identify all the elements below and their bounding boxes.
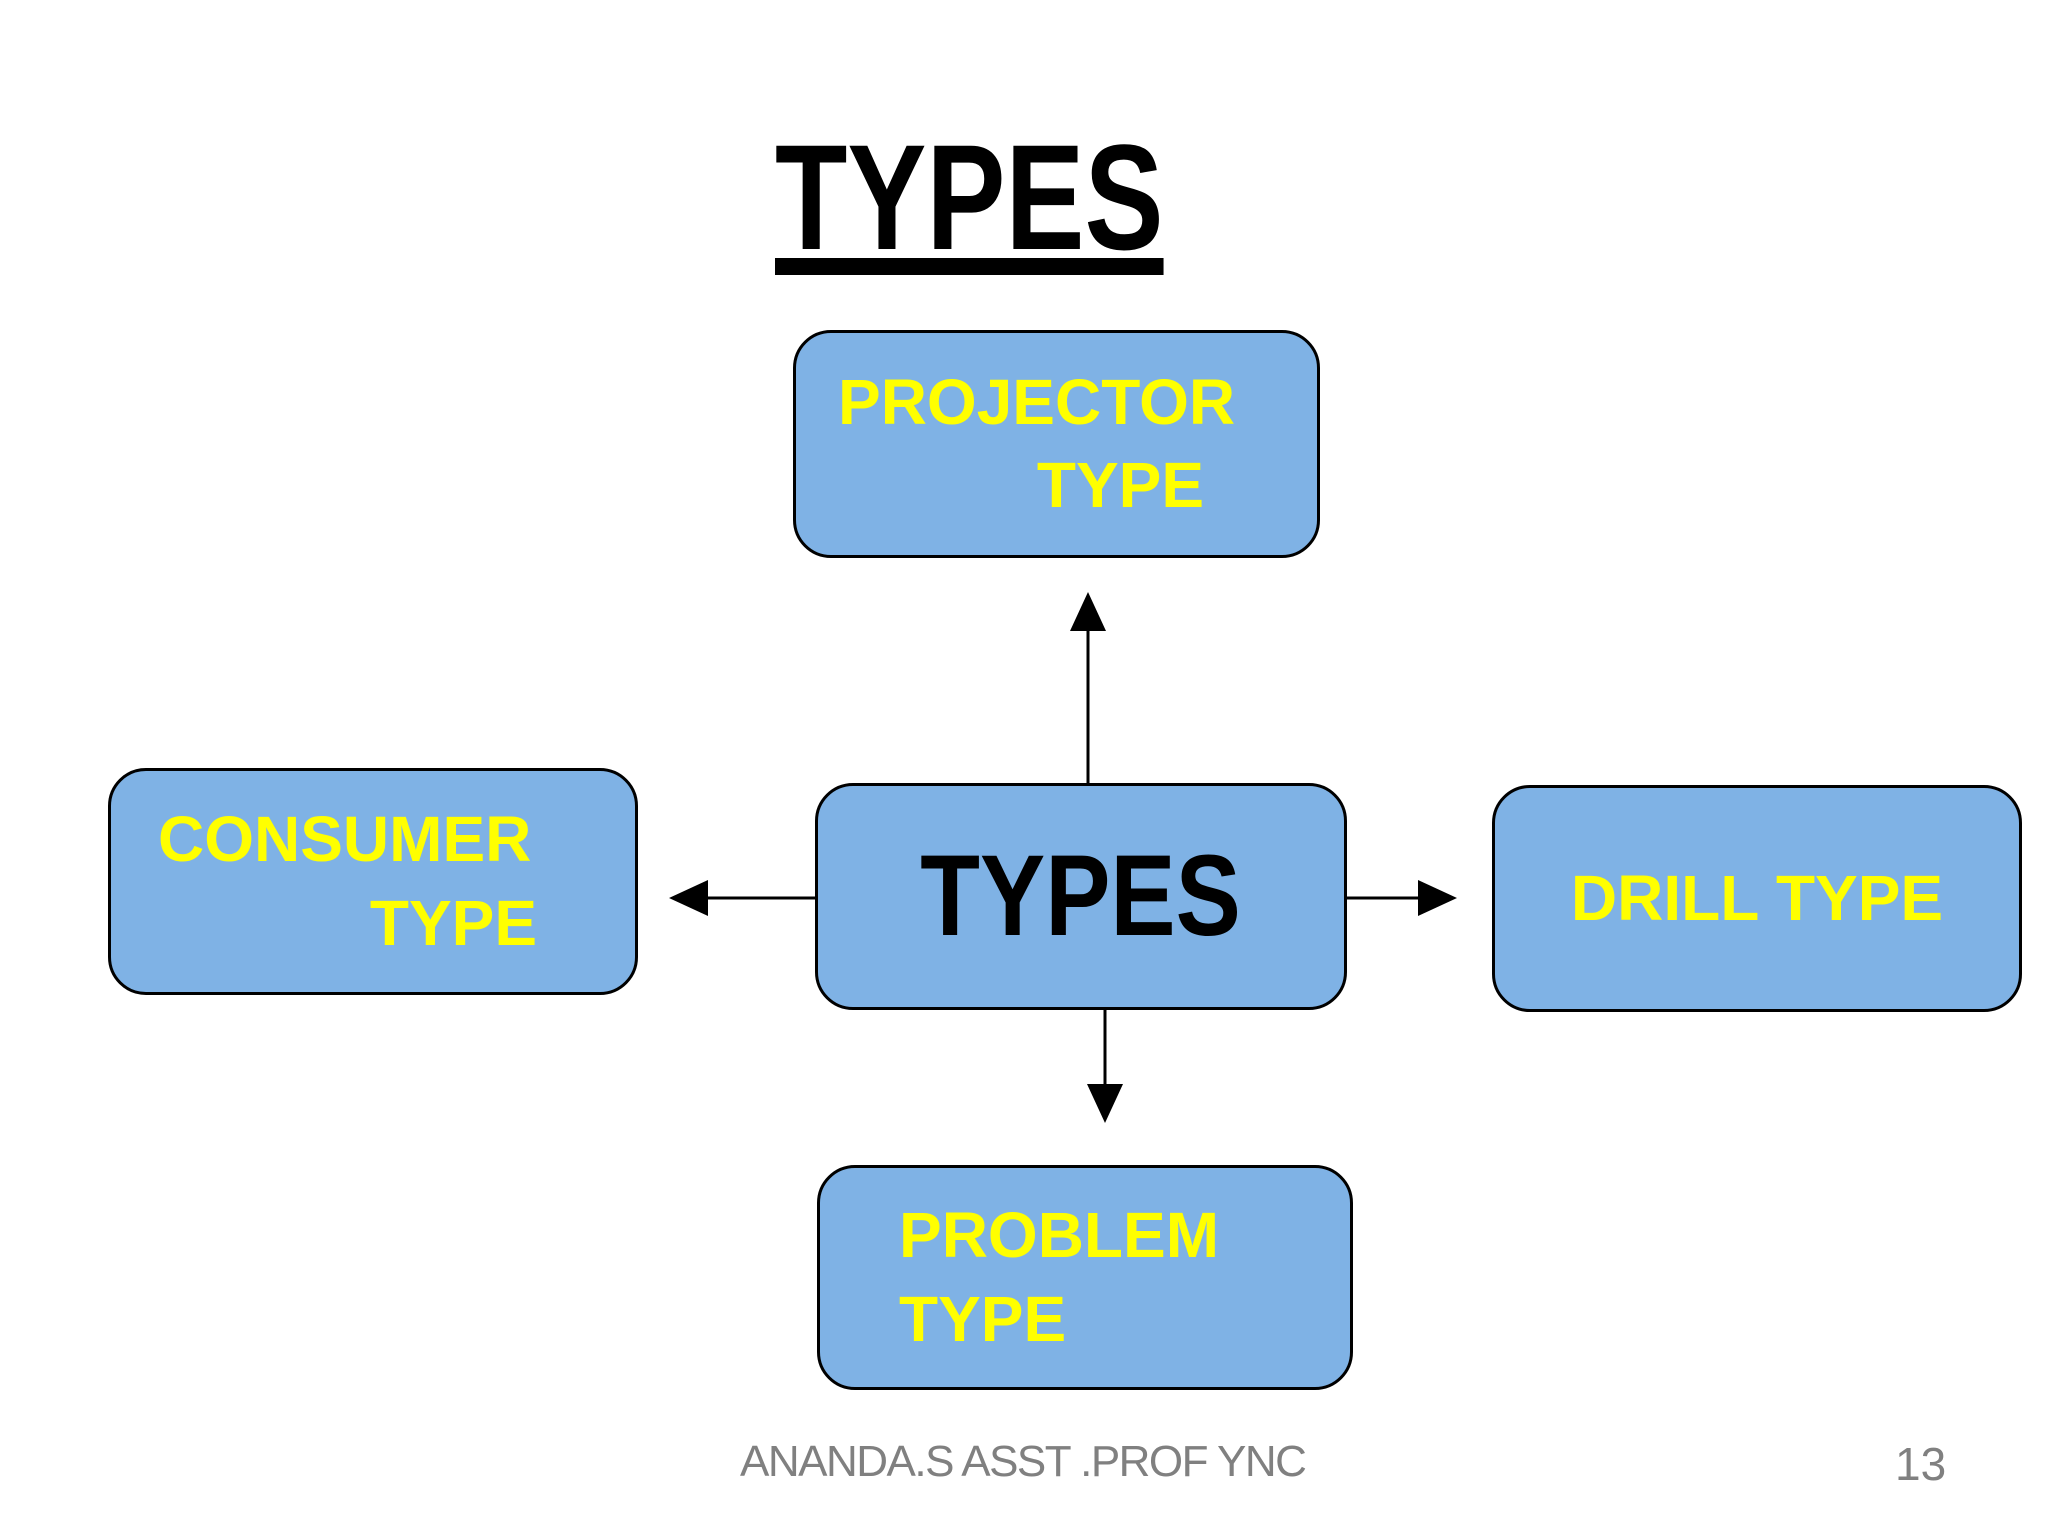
node-problem-type: PROBLEM TYPE [817, 1165, 1353, 1390]
node-projector-type-line1: PROJECTOR [838, 365, 1236, 438]
connector-arrow-up-icon [1070, 592, 1106, 783]
footer-credit: ANANDA.S ASST .PROF YNC [740, 1437, 1307, 1486]
node-types-hub: TYPES [815, 783, 1347, 1010]
slide-title-text: TYPES [775, 113, 1164, 281]
node-drill-type: DRILL TYPE [1492, 785, 2022, 1012]
node-projector-type-line2: TYPE [1036, 449, 1204, 521]
connector-arrow-right-icon [1347, 880, 1457, 916]
node-consumer-type: CONSUMER TYPE [108, 768, 638, 995]
node-consumer-type-line2: TYPE [369, 886, 537, 959]
node-drill-type-label: DRILL TYPE [1570, 861, 1944, 934]
node-problem-type-line1: PROBLEM [899, 1199, 1219, 1272]
node-types-hub-label: TYPES [920, 832, 1242, 960]
node-projector-type: PROJECTOR TYPE [793, 330, 1320, 558]
node-problem-type-line2: TYPE [899, 1282, 1067, 1355]
connector-arrow-left-icon [669, 880, 815, 916]
page-number: 13 [1895, 1438, 1947, 1490]
node-consumer-type-line1: CONSUMER [158, 803, 532, 876]
connector-arrow-down-icon [1087, 1010, 1123, 1123]
slide-title: TYPES [775, 122, 1267, 272]
